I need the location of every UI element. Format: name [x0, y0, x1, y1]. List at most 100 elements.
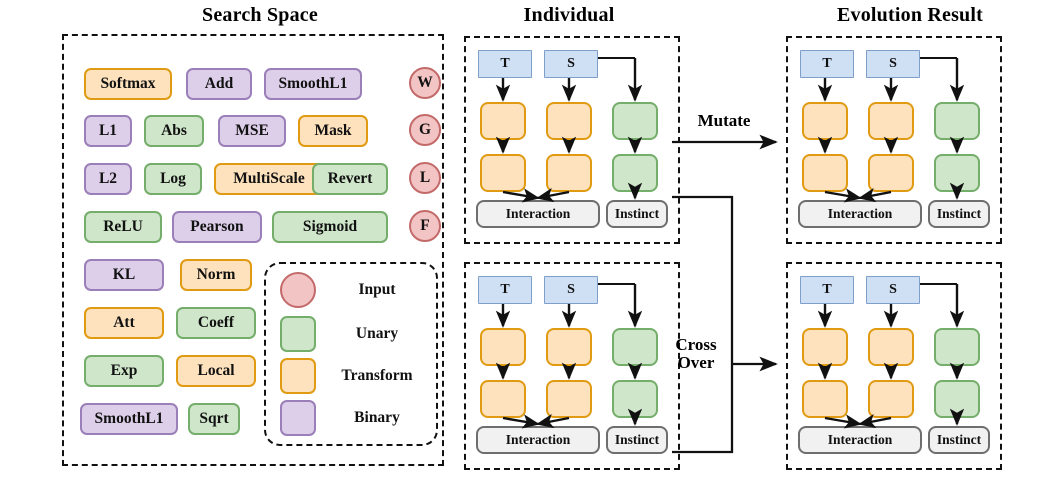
graph-hidden-node-unary[interactable]: [934, 380, 980, 418]
graph-hidden-node-transform[interactable]: [868, 380, 914, 418]
graph-hidden-node-transform[interactable]: [546, 380, 592, 418]
graph-output-node-instinct[interactable]: Instinct: [928, 426, 990, 454]
legend-swatch-unary: [280, 316, 316, 352]
graph-hidden-node-unary[interactable]: [612, 380, 658, 418]
graph-input-node-label: S: [889, 282, 897, 297]
search-space-item-label: Norm: [196, 266, 236, 283]
search-space-item-label: MSE: [235, 122, 269, 139]
search-space-item-softmax[interactable]: Softmax: [84, 68, 172, 100]
graph-hidden-node-transform[interactable]: [480, 102, 526, 140]
legend-label-unary: Unary: [355, 325, 399, 342]
graph-hidden-node-transform[interactable]: [868, 102, 914, 140]
search-space-item-label: SmoothL1: [278, 75, 348, 92]
graph-hidden-node-transform[interactable]: [546, 154, 592, 192]
search-space-item-log[interactable]: Log: [144, 163, 202, 195]
search-space-item-pearson[interactable]: Pearson: [172, 211, 262, 243]
graph-input-node-label: S: [889, 56, 897, 71]
graph-input-node-t[interactable]: T: [478, 276, 532, 304]
search-space-item-exp[interactable]: Exp: [84, 355, 164, 387]
page-title-evolution-result: Evolution Result: [836, 4, 983, 26]
graph-input-node-label: S: [567, 56, 575, 71]
search-space-item-mse[interactable]: MSE: [218, 115, 286, 147]
graph-hidden-node-unary[interactable]: [612, 328, 658, 366]
graph-hidden-node-transform[interactable]: [546, 328, 592, 366]
legend-label-input: Input: [358, 281, 396, 298]
graph-input-node-label: T: [822, 56, 832, 71]
graph-output-node-interaction[interactable]: Interaction: [476, 200, 600, 228]
graph-input-node-s[interactable]: S: [544, 276, 598, 304]
search-space-item-kl[interactable]: KL: [84, 259, 164, 291]
search-space-item-coeff[interactable]: Coeff: [176, 307, 256, 339]
search-space-item-add[interactable]: Add: [186, 68, 252, 100]
search-space-item-label: Exp: [110, 362, 138, 379]
search-space-item-label: Att: [113, 314, 135, 331]
graph-hidden-node-transform[interactable]: [546, 102, 592, 140]
graph-hidden-node-transform[interactable]: [802, 380, 848, 418]
legend-label-binary: Binary: [354, 409, 400, 426]
search-space-item-multiscale[interactable]: MultiScale: [214, 163, 324, 195]
search-space-item-smoothl1[interactable]: SmoothL1: [264, 68, 362, 100]
search-space-item-label: Revert: [327, 170, 373, 187]
search-space-input-g[interactable]: G: [409, 114, 441, 146]
graph-output-node-label: Interaction: [505, 432, 571, 447]
graph-hidden-node-transform[interactable]: [480, 154, 526, 192]
evolution-panel-bottom: [786, 262, 1002, 470]
page-title-individual: Individual: [523, 4, 615, 26]
search-space-item-att[interactable]: Att: [84, 307, 164, 339]
legend-swatch-transform: [280, 358, 316, 394]
graph-hidden-node-unary[interactable]: [612, 102, 658, 140]
page-title-search-space: Search Space: [202, 4, 318, 26]
graph-hidden-node-unary[interactable]: [934, 154, 980, 192]
search-space-input-f[interactable]: F: [409, 210, 441, 242]
search-space-item-label: Local: [197, 362, 235, 379]
search-space-item-abs[interactable]: Abs: [144, 115, 204, 147]
graph-output-node-instinct[interactable]: Instinct: [606, 426, 668, 454]
graph-input-node-label: S: [567, 282, 575, 297]
graph-hidden-node-transform[interactable]: [802, 102, 848, 140]
legend-label-transform: Transform: [341, 367, 413, 384]
search-space-item-norm[interactable]: Norm: [180, 259, 252, 291]
graph-hidden-node-transform[interactable]: [868, 328, 914, 366]
search-space-item-label: SmoothL1: [94, 410, 164, 427]
search-space-item-relu[interactable]: ReLU: [84, 211, 162, 243]
search-space-item-l1[interactable]: L1: [84, 115, 132, 147]
graph-hidden-node-unary[interactable]: [934, 328, 980, 366]
graph-input-node-s[interactable]: S: [866, 276, 920, 304]
search-space-input-l[interactable]: L: [409, 162, 441, 194]
search-space-input-w[interactable]: W: [409, 67, 441, 99]
graph-hidden-node-transform[interactable]: [868, 154, 914, 192]
search-space-item-label: L2: [98, 170, 118, 187]
graph-output-node-interaction[interactable]: Interaction: [476, 426, 600, 454]
graph-hidden-node-transform[interactable]: [802, 328, 848, 366]
search-space-item-sigmoid[interactable]: Sigmoid: [272, 211, 388, 243]
search-space-item-revert[interactable]: Revert: [312, 163, 388, 195]
search-space-item-label: L: [419, 169, 431, 186]
graph-input-node-t[interactable]: T: [478, 50, 532, 78]
search-space-item-local[interactable]: Local: [176, 355, 256, 387]
legend-swatch-binary: [280, 400, 316, 436]
graph-output-node-interaction[interactable]: Interaction: [798, 426, 922, 454]
graph-hidden-node-transform[interactable]: [480, 328, 526, 366]
crossover-label-line2: Over: [677, 352, 715, 372]
search-space-item-label: Coeff: [197, 314, 235, 331]
graph-hidden-node-unary[interactable]: [612, 154, 658, 192]
graph-input-node-s[interactable]: S: [544, 50, 598, 78]
graph-input-node-s[interactable]: S: [866, 50, 920, 78]
search-space-item-mask[interactable]: Mask: [298, 115, 368, 147]
graph-input-node-label: T: [822, 282, 832, 297]
graph-hidden-node-transform[interactable]: [802, 154, 848, 192]
search-space-item-smoothl1[interactable]: SmoothL1: [80, 403, 178, 435]
graph-output-node-instinct[interactable]: Instinct: [606, 200, 668, 228]
graph-output-node-interaction[interactable]: Interaction: [798, 200, 922, 228]
graph-output-node-instinct[interactable]: Instinct: [928, 200, 990, 228]
crossover-label-line1: Cross: [675, 335, 717, 354]
search-space-item-sqrt[interactable]: Sqrt: [188, 403, 240, 435]
graph-input-node-label: T: [500, 282, 510, 297]
graph-input-node-t[interactable]: T: [800, 276, 854, 304]
graph-hidden-node-unary[interactable]: [934, 102, 980, 140]
search-space-item-l2[interactable]: L2: [84, 163, 132, 195]
graph-hidden-node-transform[interactable]: [480, 380, 526, 418]
graph-input-node-t[interactable]: T: [800, 50, 854, 78]
search-space-item-label: F: [420, 217, 430, 234]
search-space-item-label: L1: [98, 122, 118, 139]
